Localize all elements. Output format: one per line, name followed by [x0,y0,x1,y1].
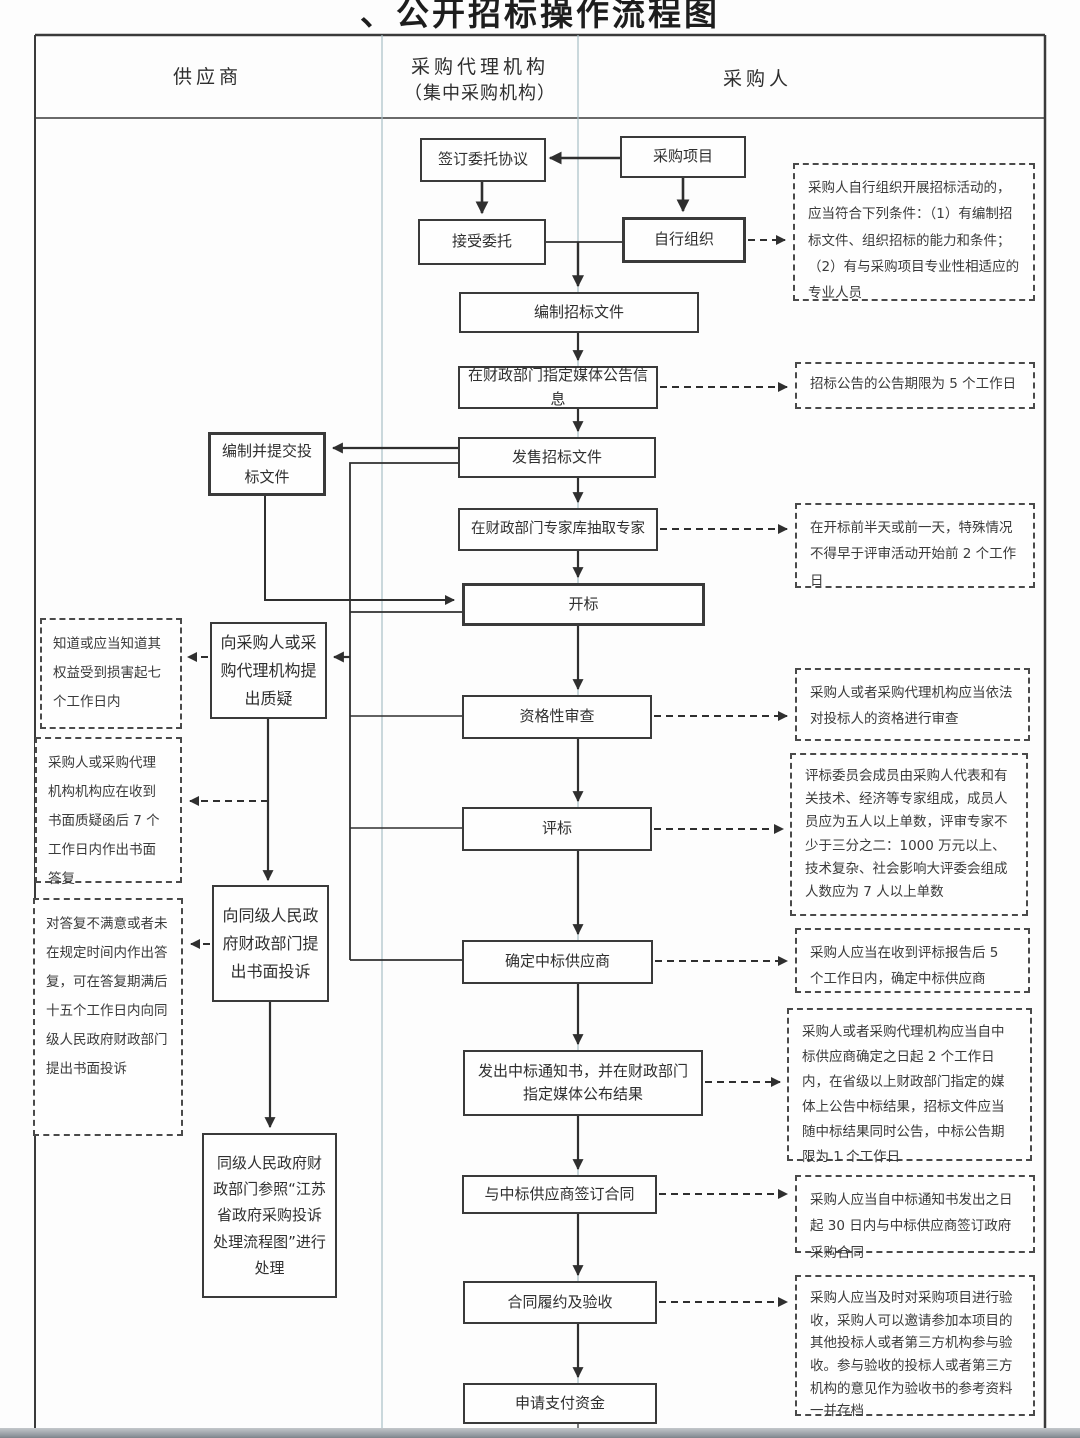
dashed-connectors [187,235,788,1307]
flow-box-file-complaint: 向同级人民政府财政部门提出书面投诉 [212,885,329,1002]
flow-box-bid-opening: 开标 [462,583,705,626]
note-determine-supplier-rule: 采购人应当在收到评标报告后 5 个工作日内，确定中标供应商 [795,928,1030,993]
flow-box-prepare-bid-docs: 编制招标文件 [459,292,699,333]
flow-box-sign-agreement: 签订委托协议 [420,138,546,182]
flow-box-self-organize: 自行组织 [622,217,746,263]
lane-header-agency-line1: 采购代理机构 [410,56,549,78]
flow-box-accept-entrustment: 接受委托 [418,219,546,265]
note-query-time-limit: 知道或应当知道其权益受到损害起七个工作日内 [40,618,182,729]
note-award-announcement-rule: 采购人或者采购代理机构应当自中标供应商确定之日起 2 个工作日内，在省级以上财政… [787,1008,1032,1165]
lane-header-agency-line2: （集中采购机构） [404,83,556,104]
flow-box-publish-announcement: 在财政部门指定媒体公告信息 [458,366,658,409]
page-bottom-edge [0,1428,1080,1438]
lane-header-purchaser: 采购人 [722,68,792,90]
note-announcement-period: 招标公告的公告期限为 5 个工作日 [795,362,1035,409]
flow-box-sign-contract: 与中标供应商签订合同 [462,1175,657,1214]
flow-box-procurement-project: 采购项目 [620,136,746,178]
lane-header-agency: 采购代理机构 （集中采购机构） [385,52,575,105]
note-reply-time-limit: 采购人或采购代理机构机构应在收到书面质疑函后 7 个工作日内作出书面答复 [35,737,182,887]
note-qualification-review-rule: 采购人或者采购代理机构应当依法对投标人的资格进行审查 [795,668,1030,741]
flow-box-qualification-review: 资格性审查 [462,695,652,739]
flow-box-apply-payment: 申请支付资金 [463,1383,657,1424]
note-contract-signing-rule: 采购人应当自中标通知书发出之日起 30 日内与中标供应商签订政府采购合同 [795,1175,1035,1261]
flow-box-sell-bid-docs: 发售招标文件 [458,437,656,478]
note-complaint-time-limit: 对答复不满意或者未在规定时间内作出答复，可在答复期满后十五个工作日内向同级人民政… [33,898,183,1136]
flow-box-draw-experts: 在财政部门专家库抽取专家 [458,508,658,551]
flow-box-complaint-handling: 同级人民政府财政部门参照“江苏省政府采购投诉处理流程图”进行处理 [202,1133,337,1298]
flow-box-determine-supplier: 确定中标供应商 [462,940,653,984]
note-evaluation-committee-rule: 评标委员会成员由采购人代表和有关技术、经济等专家组成，成员人员应为五人以上单数，… [790,753,1028,916]
flow-box-raise-query: 向采购人或采购代理机构提出质疑 [210,622,327,719]
note-expert-extraction-timing: 在开标前半天或前一天，特殊情况不得早于评审活动开始前 2 个工作日 [795,503,1035,589]
flow-box-bid-evaluation: 评标 [462,807,652,851]
page-title: 、公开招标操作流程图 [360,0,720,33]
flow-box-contract-acceptance: 合同履约及验收 [463,1281,657,1324]
flow-box-prepare-submit-bid: 编制并提交投标文件 [208,432,326,496]
note-acceptance-rule: 采购人应当及时对采购项目进行验收，采购人可以邀请参加本项目的其他投标人或者第三方… [795,1275,1035,1419]
lane-header-supplier: 供应商 [172,66,242,88]
note-self-organize-conditions: 采购人自行组织开展招标活动的，应当符合下列条件：（1）有编制招标文件、组织招标的… [793,163,1035,301]
flow-box-issue-award-notice: 发出中标通知书，并在财政部门指定媒体公布结果 [463,1050,703,1116]
